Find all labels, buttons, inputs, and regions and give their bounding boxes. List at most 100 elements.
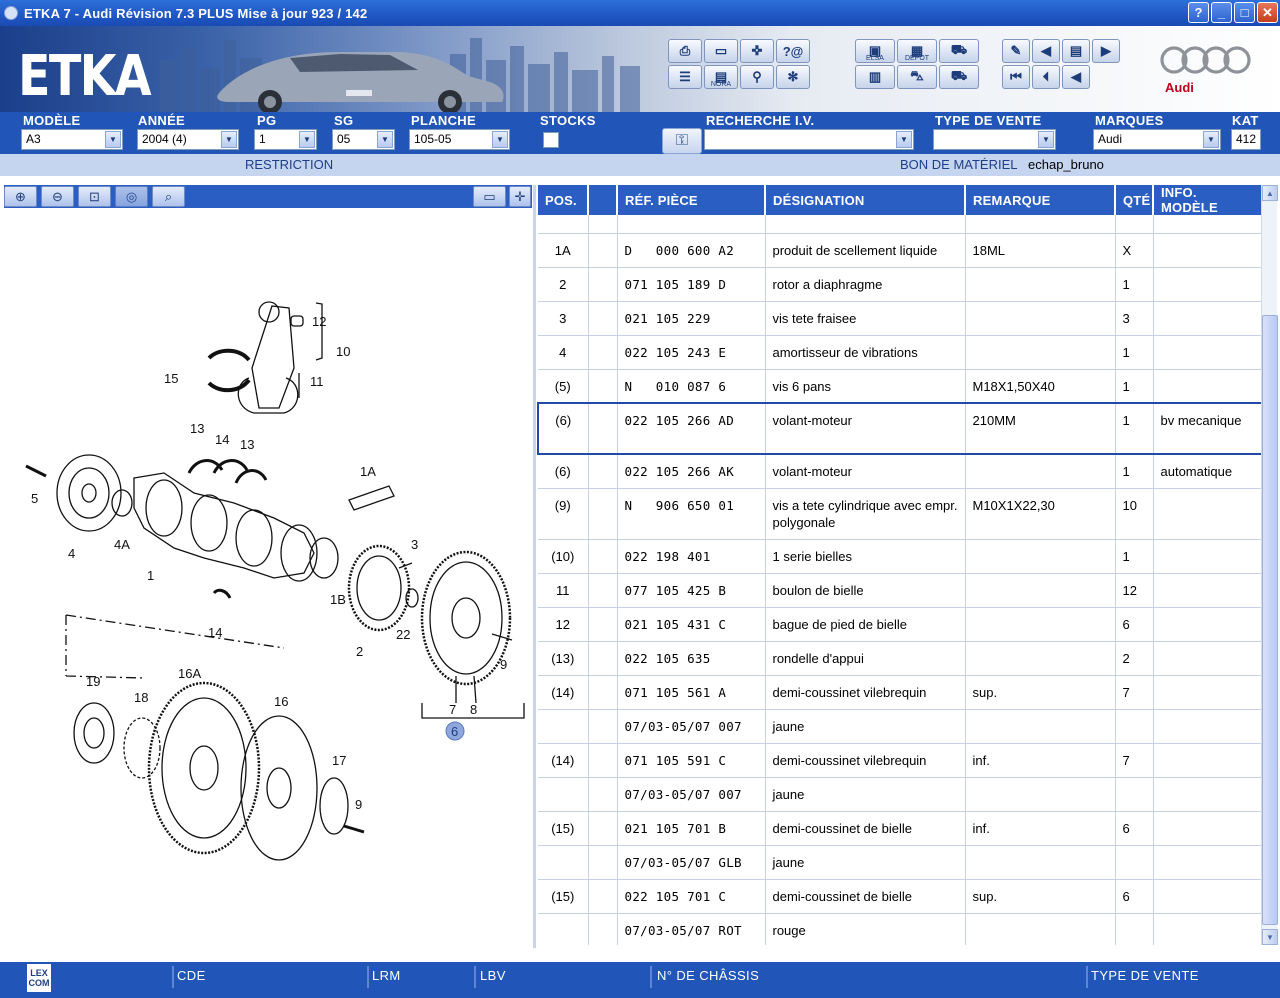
callout-10[interactable]: 10 — [336, 344, 350, 359]
callout-5[interactable]: 5 — [31, 491, 38, 506]
modele-select[interactable]: A3▼ — [21, 129, 123, 150]
chevron-down-icon[interactable]: ▼ — [299, 131, 315, 148]
window-icon[interactable]: ▭ — [704, 39, 738, 63]
pg-select[interactable]: 1▼ — [254, 129, 317, 150]
chassis-button[interactable]: N° DE CHÂSSIS — [657, 968, 760, 983]
callout-4a[interactable]: 4A — [114, 537, 130, 552]
callout-9[interactable]: 9 — [500, 657, 507, 672]
col-remarque[interactable]: REMARQUE — [965, 185, 1116, 215]
print-icon[interactable]: ⎙ — [668, 39, 702, 63]
maximize-button[interactable]: □ — [1234, 2, 1255, 23]
pin-icon[interactable]: ✎ — [1002, 39, 1030, 63]
app-icon[interactable] — [4, 6, 18, 20]
chevron-down-icon[interactable]: ▼ — [221, 131, 237, 148]
callout-22[interactable]: 22 — [396, 627, 410, 642]
callout-19[interactable]: 19 — [86, 674, 100, 689]
handshake-icon[interactable]: ✜ — [740, 39, 774, 63]
zoom-out-icon[interactable]: ⊖ — [41, 186, 74, 207]
split-move-icon[interactable]: ✛ — [509, 186, 531, 207]
callout-3[interactable]: 3 — [411, 537, 418, 552]
chevron-down-icon[interactable]: ▼ — [492, 131, 508, 148]
callout-8[interactable]: 8 — [470, 702, 477, 717]
callout-1a[interactable]: 1A — [360, 464, 376, 479]
col-designation[interactable]: DÉSIGNATION — [765, 185, 966, 215]
wheel-icon[interactable]: ✻ — [776, 65, 810, 89]
callout-15[interactable]: 15 — [164, 371, 178, 386]
nora-icon[interactable]: ▤NORA — [704, 65, 738, 89]
help-button[interactable]: ? — [1188, 2, 1209, 23]
chevron-down-icon[interactable]: ▼ — [1038, 131, 1054, 148]
key-icon[interactable]: ⚿ — [662, 128, 702, 154]
prev-page-icon[interactable]: ◀ — [1032, 39, 1060, 63]
type-vente-select[interactable]: ▼ — [933, 129, 1056, 150]
help-mail-icon[interactable]: ?@ — [776, 39, 810, 63]
type-vente-button[interactable]: TYPE DE VENTE — [1091, 968, 1199, 983]
col-blank[interactable] — [588, 185, 618, 215]
marques-select[interactable]: Audi▼ — [1093, 129, 1221, 150]
callout-12[interactable]: 12 — [312, 314, 326, 329]
callout-16a[interactable]: 16A — [178, 666, 201, 681]
col-qte[interactable]: QTÉ — [1115, 185, 1154, 215]
stocks-checkbox[interactable] — [543, 132, 559, 148]
bike-icon[interactable]: ⚲ — [740, 65, 774, 89]
col-ref[interactable]: RÉF. PIÈCE — [617, 185, 766, 215]
callout-18[interactable]: 18 — [134, 690, 148, 705]
lrm-button[interactable]: LRM — [372, 968, 401, 983]
minimize-button[interactable]: _ — [1211, 2, 1232, 23]
callout-7[interactable]: 7 — [449, 702, 456, 717]
callout-4[interactable]: 4 — [68, 546, 75, 561]
first-icon[interactable]: ⏮ — [1002, 65, 1030, 89]
chevron-down-icon[interactable]: ▼ — [377, 131, 393, 148]
scroll-down-icon[interactable]: ▼ — [1262, 929, 1278, 945]
annee-select[interactable]: 2004 (4)▼ — [137, 129, 239, 150]
elsa-icon[interactable]: ▣ELSA — [855, 39, 895, 63]
callout-14[interactable]: 14 — [215, 432, 229, 447]
car-list-icon[interactable]: ⛍ — [897, 65, 937, 89]
cart-icon[interactable]: ⛟ — [939, 39, 979, 63]
prev-icon[interactable]: ◀ — [1062, 65, 1090, 89]
cart-add-icon[interactable]: ⛟ — [939, 65, 979, 89]
callout-6-highlighted[interactable]: 6 — [451, 724, 458, 739]
magnifier-icon[interactable]: ⌕ — [152, 186, 185, 207]
sg-select[interactable]: 05▼ — [332, 129, 395, 150]
screen-icon[interactable]: ▥ — [855, 65, 895, 89]
chevron-down-icon[interactable]: ▼ — [105, 131, 121, 148]
chevron-down-icon[interactable]: ▼ — [1203, 131, 1219, 148]
next-page-icon[interactable]: ▶ — [1092, 39, 1120, 63]
zoom-100-icon[interactable]: ◎ — [115, 186, 148, 207]
callout-13b[interactable]: 13 — [240, 437, 254, 452]
kat-field[interactable]: 412 — [1231, 129, 1261, 150]
col-pos[interactable]: POS. — [538, 185, 589, 215]
zoom-fit-icon[interactable]: ⊡ — [78, 186, 111, 207]
restriction-label[interactable]: RESTRICTION — [245, 157, 334, 172]
callout-1[interactable]: 1 — [147, 568, 154, 583]
close-button[interactable]: ✕ — [1257, 2, 1278, 23]
callout-9b[interactable]: 9 — [355, 797, 362, 812]
back-icon[interactable]: ⏴ — [1032, 65, 1060, 89]
recherche-select[interactable]: ▼ — [704, 129, 914, 150]
lbv-button[interactable]: LBV — [480, 968, 506, 983]
callout-2[interactable]: 2 — [356, 644, 363, 659]
chevron-down-icon[interactable]: ▼ — [896, 131, 912, 148]
callout-16[interactable]: 16 — [274, 694, 288, 709]
page-icon[interactable]: ▤ — [1062, 39, 1090, 63]
callout-13[interactable]: 13 — [190, 421, 204, 436]
